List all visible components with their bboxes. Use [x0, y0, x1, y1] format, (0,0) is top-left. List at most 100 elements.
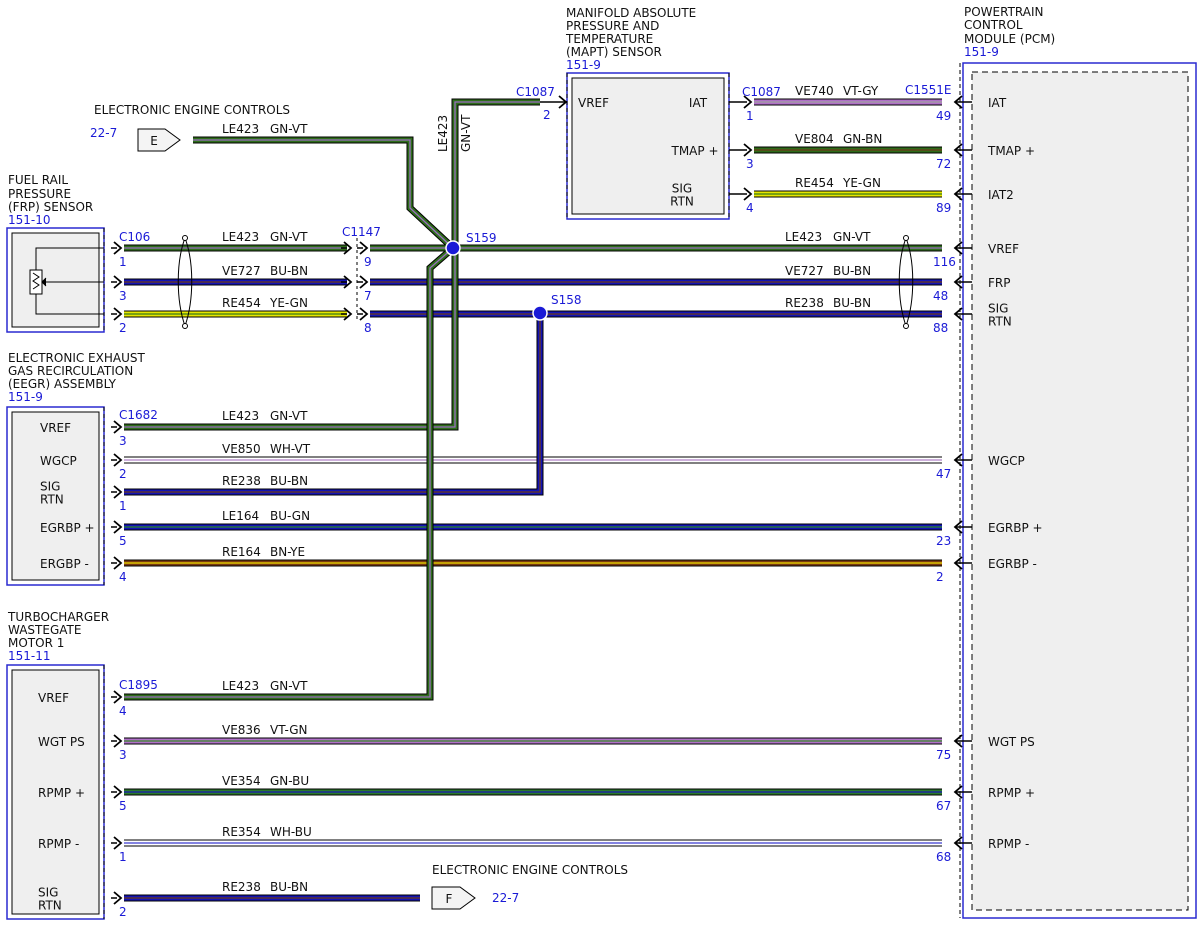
pin-frp-sig-r-to: 48: [933, 289, 948, 303]
offpage-e-ref: 22-7: [90, 126, 117, 140]
circuit-eegr-rtn: RE238: [222, 474, 261, 488]
pin-eegr-vref-from: 3: [119, 434, 127, 448]
arrow-t-vref: [113, 690, 123, 704]
connector-c1551e: C1551E: [905, 83, 952, 97]
pin-eegr-bpp-to: 23: [936, 534, 951, 548]
circuit-iat: VE740: [795, 84, 834, 98]
connector-c1087-left: C1087: [516, 85, 555, 99]
pin-frp-vref-l-to: 9: [364, 255, 372, 269]
pin-t-rpmpp-from: 5: [119, 799, 127, 813]
arrow-mapt-vref: [558, 95, 568, 109]
connector-c1087-right: C1087: [742, 85, 781, 99]
pcm-module: [959, 62, 1197, 919]
circuit-t-vref: LE423: [222, 679, 259, 693]
color-t-wgtps: VT-GN: [270, 723, 307, 737]
pin-frp-vref-r-to: 116: [933, 255, 956, 269]
eegr-pin-label-2: SIG: [40, 480, 60, 494]
color-frp-rtn-l: YE-GN: [269, 296, 308, 310]
pcm-pin-label-5: RTN: [988, 315, 1012, 329]
pin-frp-rtn-r-to: 88: [933, 321, 948, 335]
mapt-pin-label-3: SIG: [672, 182, 692, 196]
pcm-ref: 151-9: [964, 45, 999, 59]
pcm-pin-label-9: WGT PS: [988, 735, 1035, 749]
circuit-eegr-bpp: LE164: [222, 509, 259, 523]
pin-iat2-to: 89: [936, 201, 951, 215]
arrow-iat2-left: [743, 187, 753, 201]
pcm-pin-label-4: FRP: [988, 276, 1010, 290]
pin-frp-sig-l-to: 7: [364, 289, 372, 303]
wire-e-le423: [193, 136, 456, 251]
arrow-t-wgtps: [113, 734, 123, 748]
circuit-iat2: RE454: [795, 176, 834, 190]
arrow-frp-rtn-r-c1147: [359, 307, 369, 321]
pcm-pin-label-5: SIG: [988, 302, 1008, 316]
color-frp-vref-l: GN-VT: [270, 230, 308, 244]
arrow-eegr-vref: [113, 420, 123, 434]
circuit-t-rpmpm: RE354: [222, 825, 261, 839]
pin-iat-to: 49: [936, 109, 951, 123]
offpage-connector-e: E: [137, 128, 181, 152]
arrow-eegr-bpp: [113, 520, 123, 534]
circuit-tmap: VE804: [795, 132, 834, 146]
eegr-name-1: ELECTRONIC EXHAUST: [8, 351, 145, 365]
pcm-name-2: CONTROL: [964, 18, 1023, 32]
mapt-sensor: [566, 72, 730, 220]
pcm-pin-label-0: IAT: [988, 96, 1007, 110]
pin-t-wgtps-from: 3: [119, 748, 127, 762]
turbo-pin-label-4: SIG: [38, 886, 58, 900]
pin-frp-sig-l-from: 3: [119, 289, 127, 303]
frp-name-3: (FRP) SENSOR: [8, 200, 93, 214]
color-t-rpmpp: GN-BU: [270, 774, 309, 788]
pin-tmap-from: 3: [746, 157, 754, 171]
splice-s158-dot: [532, 305, 548, 321]
pcm-pin-label-3: VREF: [988, 242, 1019, 256]
color-iat: VT-GY: [843, 84, 879, 98]
eegr-name-2: GAS RECIRCULATION: [8, 364, 133, 378]
color-t-rpmpm: WH-BU: [270, 825, 312, 839]
color-frp-rtn-r: BU-BN: [833, 296, 871, 310]
arrow-eegr-bpm: [113, 556, 123, 570]
wire-eegr-rtn: [124, 313, 544, 496]
connector-c1147: C1147: [342, 225, 381, 239]
arrow-eegr-rtn: [113, 485, 123, 499]
arrow-iat-left: [743, 95, 753, 109]
pin-eegr-wgcp-to: 47: [936, 467, 951, 481]
mapt-name-1: MANIFOLD ABSOLUTE: [566, 6, 696, 20]
color-t-rtn: BU-BN: [270, 880, 308, 894]
arrow-frp-sig-r-c1147: [359, 275, 369, 289]
pcm-name-1: POWERTRAIN: [964, 5, 1044, 19]
pin-tmap-to: 72: [936, 157, 951, 171]
arrow-t-rpmpm: [113, 836, 123, 850]
circuit-frp-vref-l: LE423: [222, 230, 259, 244]
mapt-pin-label-0: VREF: [578, 96, 609, 110]
pcm-pin-label-7: EGRBP +: [988, 521, 1043, 535]
pin-t-rpmpm-to: 68: [936, 850, 951, 864]
connector-c1895: C1895: [119, 678, 158, 692]
offpage-e-title: ELECTRONIC ENGINE CONTROLS: [94, 103, 290, 117]
arrow-tmap-left: [743, 143, 753, 157]
color-frp-sig-r: BU-BN: [833, 264, 871, 278]
turbo-name-2: WASTEGATE: [8, 623, 81, 637]
arrow-eegr-wgcp: [113, 453, 123, 467]
circuit-eegr-bpm: RE164: [222, 545, 261, 559]
offpage-connector-f: F: [431, 886, 476, 910]
circuit-mapt-vref: LE423: [436, 115, 450, 152]
offpage-f-title: ELECTRONIC ENGINE CONTROLS: [432, 863, 628, 877]
offpage-e-letter: E: [150, 134, 158, 148]
pin-iat2-from: 4: [746, 201, 754, 215]
frp-sensor: [6, 227, 105, 333]
color-iat2: YE-GN: [842, 176, 881, 190]
pcm-pin-label-1: TMAP +: [987, 144, 1035, 158]
pin-frp-rtn-l-from: 2: [119, 321, 127, 335]
pin-t-wgtps-to: 75: [936, 748, 951, 762]
pin-iat-from: 1: [746, 109, 754, 123]
turbo-pin-label-1: WGT PS: [38, 735, 85, 749]
turbo-pin-label-4: RTN: [38, 899, 62, 913]
splice-s159-dot: [445, 240, 461, 256]
arrow-frp-rtn-l: [113, 307, 123, 321]
frp-ref: 151-10: [8, 213, 51, 227]
